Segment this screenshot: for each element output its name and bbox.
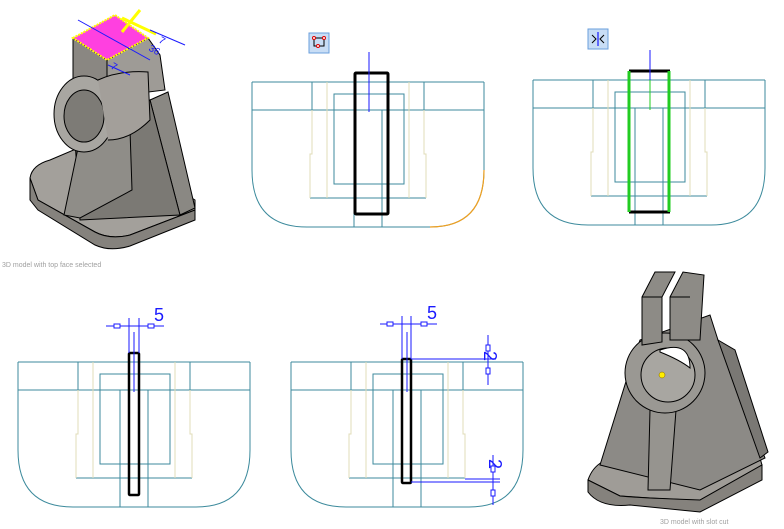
axis-highlight-2 [120,9,142,33]
sketch-step-5[interactable]: 5 2 2 [290,303,524,508]
base-front [29,177,196,250]
dim-width-label[interactable]: 5 [154,305,164,325]
dim-line [107,64,131,76]
step6-caption: 3D model with slot cut [660,519,729,526]
cylinder-inner [63,89,105,143]
symmetric-constraint-icon[interactable] [587,28,609,50]
dim-line [149,29,186,46]
dim-bottom-offset-label[interactable]: 2 [485,459,505,469]
sketch-step-3[interactable] [532,28,766,226]
dim-top-offset-label[interactable]: 2 [480,351,500,361]
bore-opening [659,346,691,370]
step1-caption: 3D model with top face selected [2,262,102,269]
dim-width-label[interactable]: 5 [427,303,437,323]
profile-rectangle[interactable] [353,71,390,216]
orange-arc [429,169,485,228]
base-front [587,464,763,513]
center-point[interactable] [658,371,666,379]
dim-label[interactable]: 36 [147,43,163,58]
block-right [669,271,705,341]
model-3d-slotted[interactable] [587,271,769,513]
rib-right [717,338,769,459]
model-3d-selected-face[interactable]: 7 36 7 [29,9,196,250]
dim-line [77,19,151,61]
sketch-step-4[interactable]: 5 [17,305,251,508]
dim-label[interactable]: 7 [157,35,168,48]
rectangle-constraint-icon[interactable] [308,32,330,54]
sketch-step-2[interactable] [251,32,485,228]
axis-highlight [121,16,157,36]
cylinder-body [97,71,151,141]
